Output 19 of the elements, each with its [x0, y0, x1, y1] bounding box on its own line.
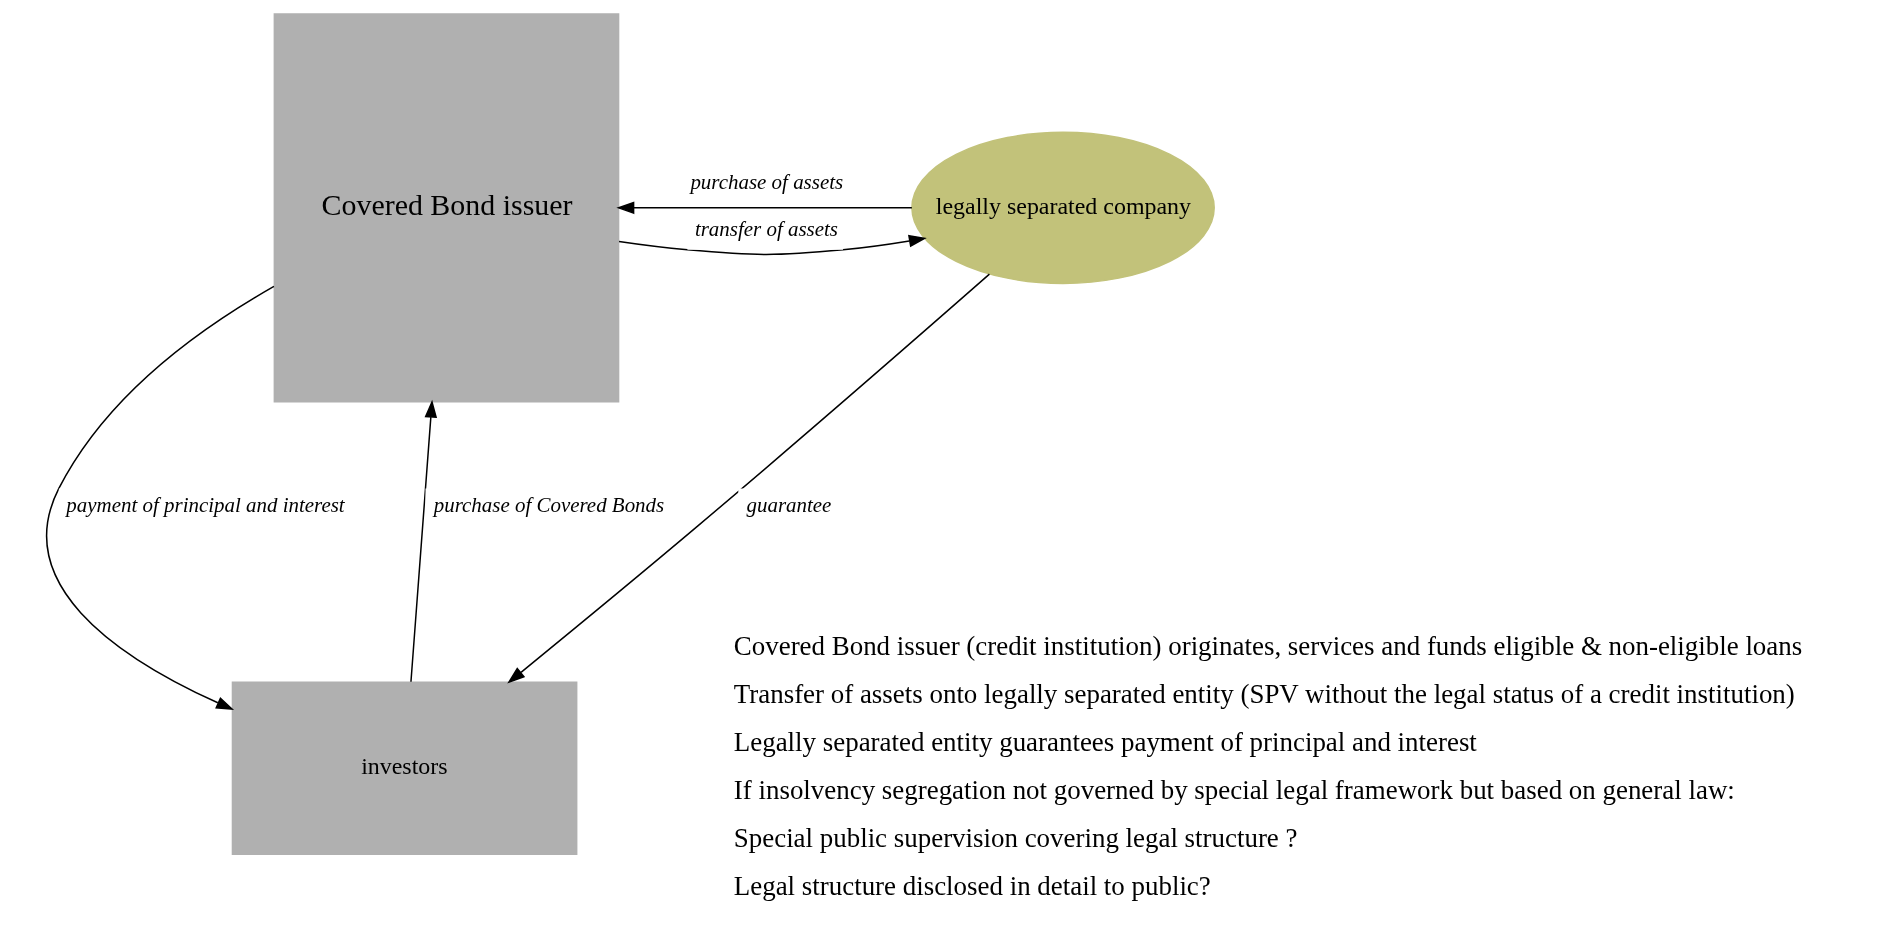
- label: Covered Bond issuer (credit institution) originates, services and funds eligible & non-eligible loans: [733, 631, 1802, 662]
- arrow: [45, 285, 275, 710]
- arrow: [506, 273, 990, 684]
- label: Transfer of assets onto legally separated entity (SPV without the legal status of a credit institution): [733, 679, 1795, 710]
- arrow: [617, 234, 927, 256]
- edge-label: guarantee: [746, 492, 831, 517]
- label: Legally separated entity guarantees payment of principal and interest: [733, 726, 1477, 757]
- label: If insolvency segregation not governed by special legal framework but based on general law:: [733, 774, 1735, 805]
- edge-label: payment of principal and interest: [65, 492, 345, 517]
- edge-label: purchase of Covered Bonds: [433, 492, 664, 517]
- label: Legal structure disclosed in detail to public?: [733, 870, 1211, 901]
- node-ellipse: legally separated company: [910, 131, 1215, 285]
- node-box: investors: [231, 681, 577, 856]
- arrow: [615, 201, 913, 215]
- label: Special public supervision covering legal structure ?: [733, 822, 1298, 853]
- edge-label: transfer of assets: [694, 216, 838, 241]
- arrow: [409, 399, 437, 683]
- node-box: Covered Bond issuer: [273, 13, 619, 403]
- edge-label: purchase of assets: [689, 170, 843, 195]
